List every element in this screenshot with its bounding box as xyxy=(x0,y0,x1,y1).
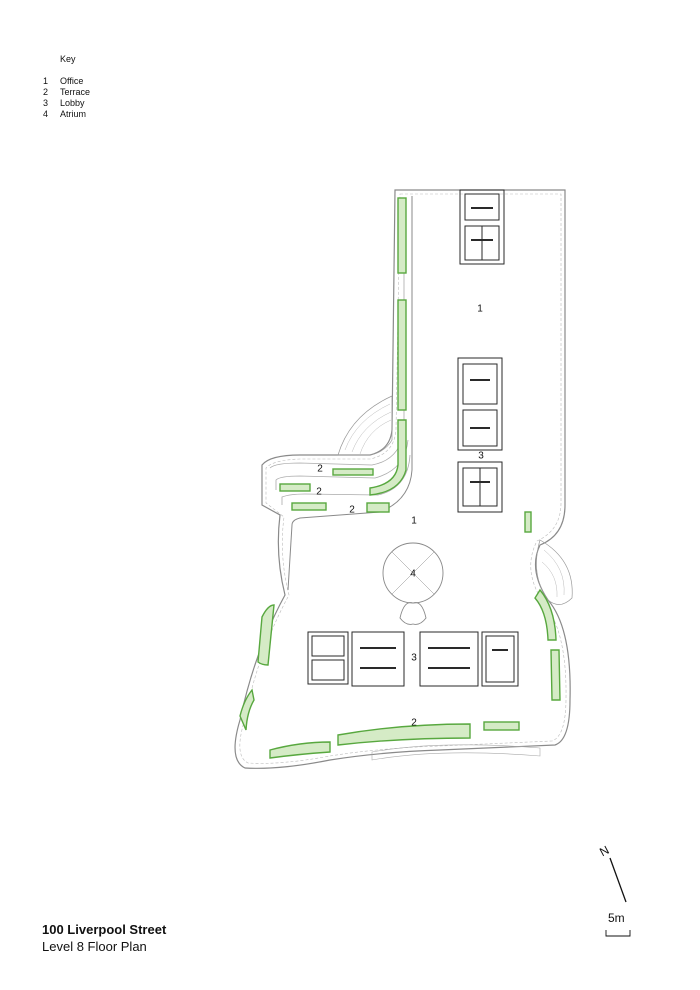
planter xyxy=(257,604,275,666)
key-title: Key xyxy=(60,54,76,64)
core-room xyxy=(485,635,515,683)
key-item-label: Lobby xyxy=(60,98,85,108)
label-lobby-south: 3 xyxy=(411,653,417,664)
core-room xyxy=(462,363,498,405)
atrium xyxy=(382,542,444,625)
key-item-lobby: 3 Lobby xyxy=(43,98,85,109)
planter xyxy=(239,688,255,731)
key-item-number: 1 xyxy=(43,76,49,86)
key-item-label: Terrace xyxy=(60,87,91,97)
key-item-label: Office xyxy=(60,76,84,86)
planter xyxy=(483,721,520,731)
core-wall xyxy=(457,461,503,513)
core-room xyxy=(311,659,345,681)
planter xyxy=(366,502,390,513)
core-wall xyxy=(459,189,505,265)
planter xyxy=(397,197,407,274)
scale-bar xyxy=(605,930,631,937)
key-item-atrium: 4 Atrium xyxy=(43,109,86,120)
key-item-terrace: 2 Terrace xyxy=(43,87,90,98)
terrace-inner-edge xyxy=(287,196,413,591)
north-indicator: N xyxy=(596,842,636,942)
label-office-south: 1 xyxy=(411,516,417,527)
canopy-east xyxy=(536,539,573,605)
key-item-number: 2 xyxy=(43,87,49,97)
planter xyxy=(279,483,311,492)
label-terrace-lower: 2 xyxy=(349,505,355,516)
planter xyxy=(332,468,374,476)
label-atrium: 4 xyxy=(410,569,416,580)
planter xyxy=(550,649,561,701)
scale-label: 5m xyxy=(608,911,625,925)
core-wall xyxy=(307,631,349,685)
core-room xyxy=(462,409,498,447)
canopy-east-ribs xyxy=(541,549,565,598)
atrium-diagonal xyxy=(391,551,435,595)
core-room xyxy=(311,635,345,657)
core-wall xyxy=(457,357,503,451)
south-walkway xyxy=(371,744,541,761)
core-central xyxy=(457,357,503,513)
core-south xyxy=(307,631,519,687)
label-office-north: 1 xyxy=(477,304,483,315)
core-room xyxy=(464,193,500,221)
planter xyxy=(524,511,532,533)
core-wall xyxy=(481,631,519,687)
key-item-office: 1 Office xyxy=(43,76,83,87)
planter xyxy=(291,502,327,511)
canopy-west-ribs xyxy=(344,403,392,455)
canopy-west xyxy=(337,395,393,456)
terrace-step-lower xyxy=(281,454,411,505)
core-wall xyxy=(419,631,479,687)
label-lobby-north: 3 xyxy=(478,451,484,462)
planter xyxy=(269,741,331,759)
north-letter: N xyxy=(597,842,612,860)
key-item-number: 3 xyxy=(43,98,49,108)
terrace-step-upper xyxy=(269,200,405,469)
title-block: 100 Liverpool Street Level 8 Floor Plan xyxy=(42,922,166,956)
core-north xyxy=(459,189,505,265)
core-wall xyxy=(351,631,405,687)
key-item-label: Atrium xyxy=(60,109,87,119)
planter xyxy=(534,588,557,641)
key-item-number: 4 xyxy=(43,109,49,119)
drawing-title: 100 Liverpool Street xyxy=(42,922,167,937)
atrium-stair xyxy=(399,602,427,625)
label-terrace-south: 2 xyxy=(411,718,417,729)
drawing-subtitle: Level 8 Floor Plan xyxy=(42,939,147,954)
planting xyxy=(239,197,561,759)
planter xyxy=(397,299,407,411)
north-arrow-icon xyxy=(609,857,627,903)
planter xyxy=(369,419,407,496)
label-terrace-middle: 2 xyxy=(316,487,322,498)
label-terrace-upper: 2 xyxy=(317,464,323,475)
planter xyxy=(337,723,471,746)
